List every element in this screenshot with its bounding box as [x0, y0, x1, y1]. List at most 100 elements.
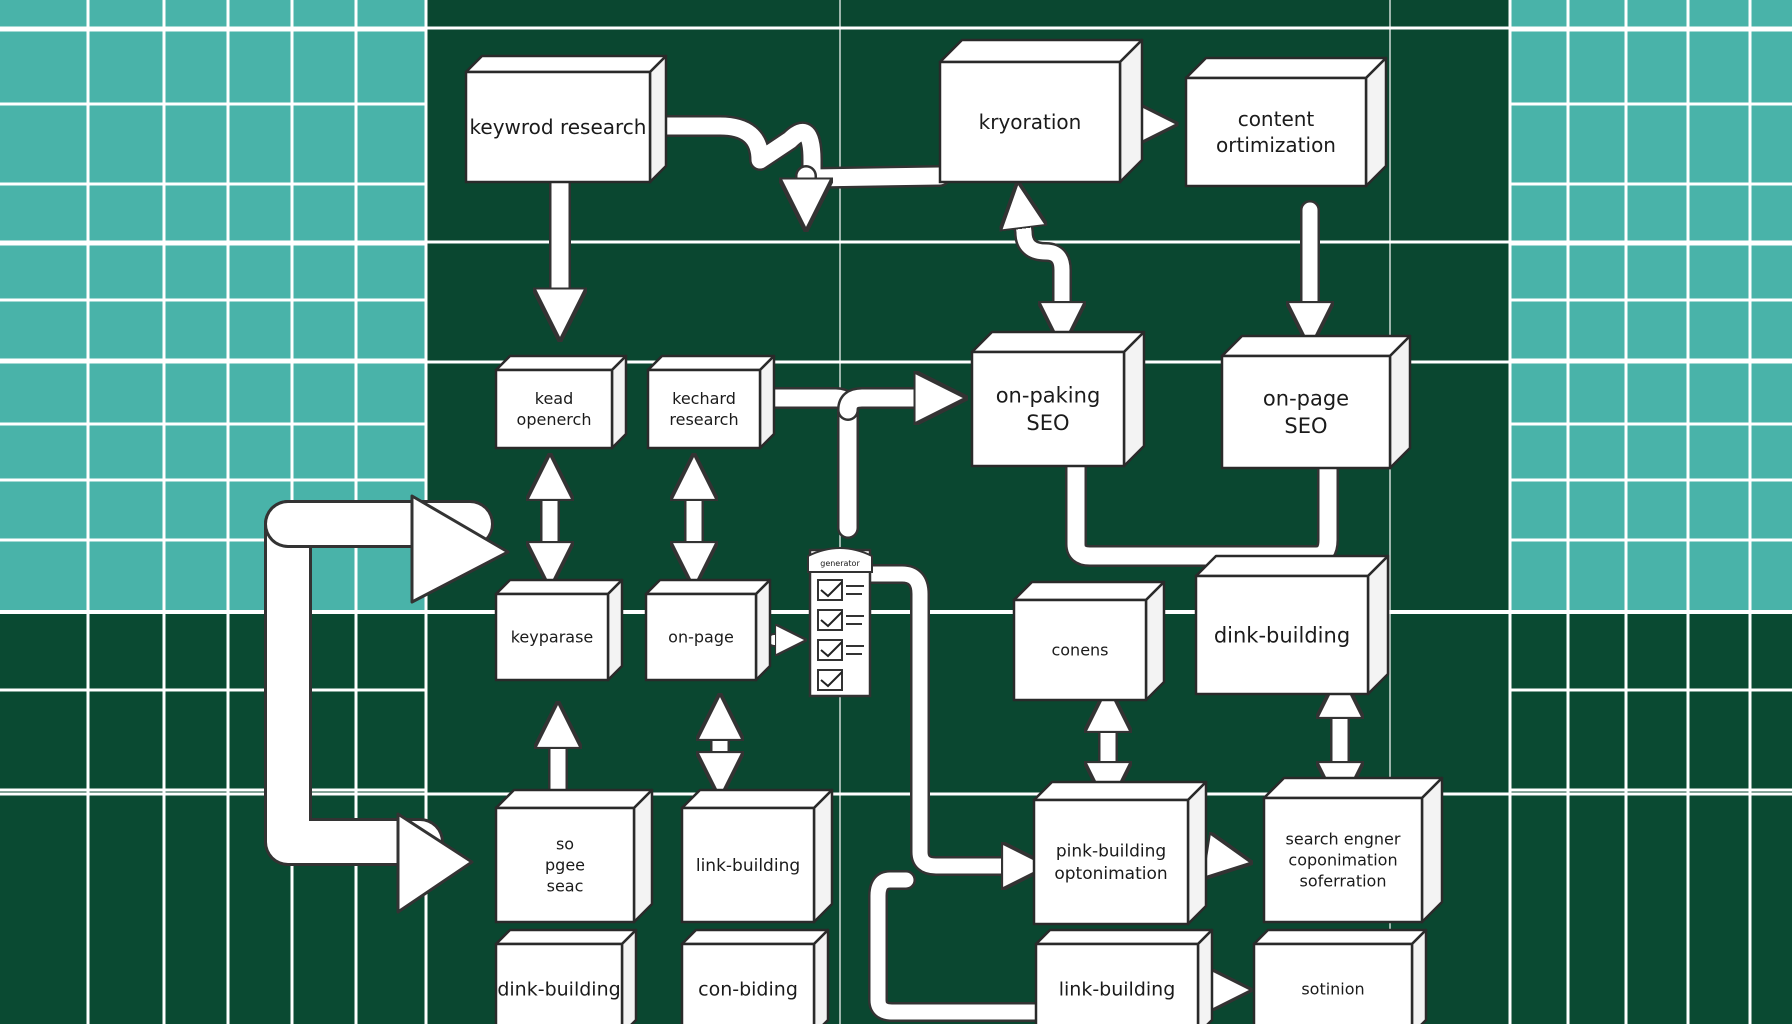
box-top-face — [646, 354, 776, 372]
node-dink-building-bottom: dink-building — [494, 928, 638, 1024]
node-label: link-building — [1059, 979, 1176, 1001]
box-side-face — [1388, 334, 1412, 470]
node-link-building-bottom: link-building — [1034, 928, 1214, 1024]
connector-keyword-to-kryoration — [649, 115, 951, 210]
node-label: openerch — [517, 410, 592, 429]
box-top-face — [1012, 580, 1166, 602]
box-side-face — [648, 54, 668, 184]
box-front-face — [680, 806, 816, 924]
checklist-title: generator — [820, 559, 860, 568]
node-label: on-paking — [996, 383, 1101, 407]
arrow-onpaking-to-kryoration — [1020, 200, 1062, 330]
box-top-face — [1194, 554, 1390, 578]
node-label: research — [669, 410, 738, 429]
box-side-face — [1122, 330, 1146, 468]
node-dink-building-right: dink-building — [1194, 554, 1390, 696]
teal-grid-panel-right — [1510, 0, 1792, 612]
box-side-face — [1144, 580, 1166, 702]
node-label: kechard — [672, 389, 736, 408]
box-side-face — [812, 788, 834, 924]
node-label: so — [556, 834, 574, 853]
node-label: coponimation — [1288, 851, 1397, 870]
box-front-face — [464, 70, 652, 184]
box-front-face — [1034, 942, 1200, 1024]
box-top-face — [1252, 928, 1428, 946]
node-kryoration: kryoration — [938, 38, 1144, 184]
box-top-face — [680, 928, 830, 946]
node-label: sotinion — [1301, 980, 1364, 999]
box-front-face — [1194, 574, 1370, 696]
node-label: search engner — [1286, 829, 1401, 848]
box-front-face — [938, 60, 1122, 184]
node-label: SEO — [1026, 411, 1069, 435]
node-label: SEO — [1284, 414, 1327, 438]
box-side-face — [1410, 928, 1428, 1024]
checklist-item — [817, 579, 864, 601]
node-label: conens — [1051, 641, 1108, 660]
box-front-face — [1184, 76, 1368, 188]
box-front-face — [1012, 598, 1148, 702]
node-kead-openerch: kead openerch — [494, 354, 628, 450]
node-label: optonimation — [1054, 864, 1167, 884]
box-side-face — [620, 928, 638, 1024]
box-front-face — [494, 368, 614, 450]
box-top-face — [494, 928, 638, 946]
box-front-face — [494, 592, 610, 682]
box-top-face — [494, 354, 628, 372]
node-label: dink-building — [1214, 623, 1350, 647]
box-top-face — [1034, 928, 1214, 946]
node-label: link-building — [696, 856, 800, 876]
box-side-face — [1364, 56, 1388, 188]
checklist-item — [817, 639, 864, 661]
box-top-face — [494, 578, 624, 596]
node-label: kryoration — [979, 110, 1082, 134]
node-label: on-page — [1263, 386, 1349, 410]
box-side-face — [610, 354, 628, 450]
node-label: content — [1238, 107, 1315, 131]
node-label: keywrod research — [470, 115, 647, 139]
box-side-face — [758, 354, 776, 450]
connector-to-link-bottom — [868, 870, 1050, 1022]
box-side-face — [754, 578, 772, 682]
box-top-face — [644, 578, 772, 596]
box-front-face — [644, 592, 758, 682]
box-top-face — [1184, 56, 1388, 80]
box-front-face — [1262, 796, 1424, 924]
node-label: pink-building — [1056, 842, 1166, 862]
big-loop-arrow — [264, 494, 510, 914]
node-search-engine-optimization: search engner coponimation soferration — [1262, 776, 1444, 924]
box-front-face — [680, 942, 816, 1024]
box-side-face — [1420, 776, 1444, 924]
checklist-item — [817, 669, 843, 691]
node-kechard-research: kechard research — [646, 354, 776, 450]
node-label: on-page — [668, 628, 734, 647]
node-label: con-biding — [698, 979, 798, 1001]
box-front-face — [970, 350, 1126, 468]
box-top-face — [938, 38, 1144, 64]
dark-grid-panel-right — [1510, 612, 1792, 1024]
box-side-face — [1366, 554, 1390, 696]
arrow-kechard-to-onpaking — [759, 398, 946, 539]
box-side-face — [1118, 38, 1144, 184]
node-label: kead — [535, 389, 574, 408]
node-conens: conens — [1012, 580, 1166, 702]
node-on-page: on-page — [644, 578, 772, 682]
node-con-biding: con-biding — [680, 928, 830, 1024]
node-sotinion: sotinion — [1252, 928, 1428, 1024]
box-side-face — [1186, 780, 1208, 926]
box-side-face — [1196, 928, 1214, 1024]
node-label: pgee — [545, 856, 585, 875]
box-top-face — [464, 54, 668, 74]
box-side-face — [632, 788, 654, 924]
node-keyword-research: keywrod research — [464, 54, 668, 184]
checklist-item — [817, 609, 864, 631]
connector-onpaking-to-onpage — [1065, 455, 1339, 567]
box-front-face — [1252, 942, 1414, 1024]
node-label: ortimization — [1216, 133, 1336, 157]
node-label: soferration — [1300, 872, 1387, 891]
